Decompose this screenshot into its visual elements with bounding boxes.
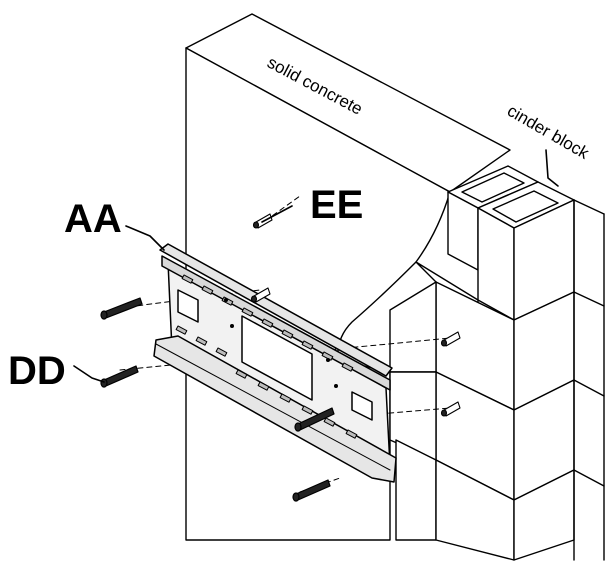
mounting-bracket <box>153 243 397 483</box>
cinder-block-wall <box>389 165 605 561</box>
screw-center <box>294 407 335 432</box>
screw-middle-left <box>100 365 139 388</box>
leader-lines <box>73 149 559 383</box>
label-aa: AA <box>64 197 122 241</box>
label-cinder-block: cinder block <box>504 101 592 163</box>
label-dd: DD <box>8 349 66 393</box>
anchor-right-upper <box>440 331 461 347</box>
anchor-right-lower <box>440 401 461 417</box>
screw-upper-left <box>100 297 143 320</box>
anchor-mid <box>250 287 271 303</box>
screw-bottom <box>292 479 331 502</box>
lag-screws <box>100 297 335 502</box>
label-ee: EE <box>310 183 363 227</box>
